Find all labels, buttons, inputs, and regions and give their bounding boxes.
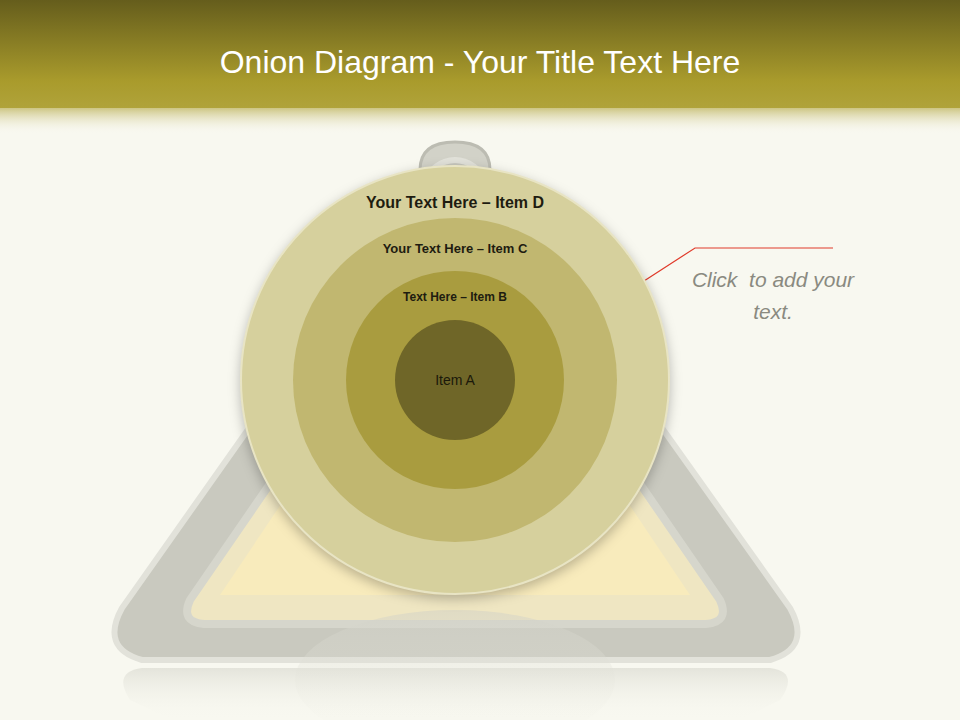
ring-label: Text Here – Item B <box>345 290 565 305</box>
callout-note: Click to add your text. <box>688 264 858 328</box>
title-bar <box>0 0 960 108</box>
ring-fill <box>395 320 515 440</box>
ring-label: Item A <box>394 371 516 389</box>
onion-ring: Your Text Here – Item C Text Here – Item … <box>292 217 618 543</box>
ring-label: Your Text Here – Item D <box>240 194 670 212</box>
warning-sign-outer <box>114 160 797 660</box>
onion-ring: Text Here – Item B Item A <box>345 270 565 490</box>
onion-ring: Your Text Here – Item D Your Text Here – … <box>240 165 670 595</box>
ring-fill <box>293 218 617 542</box>
circle-reflection <box>295 610 615 720</box>
onion-ring: Item A <box>394 319 516 441</box>
title-fade <box>0 108 960 134</box>
ring-fill <box>346 271 564 489</box>
ring-fill <box>241 166 669 594</box>
ring-label: Your Text Here – Item C <box>292 241 618 257</box>
slide-title: Onion Diagram - Your Title Text Here <box>0 44 960 81</box>
